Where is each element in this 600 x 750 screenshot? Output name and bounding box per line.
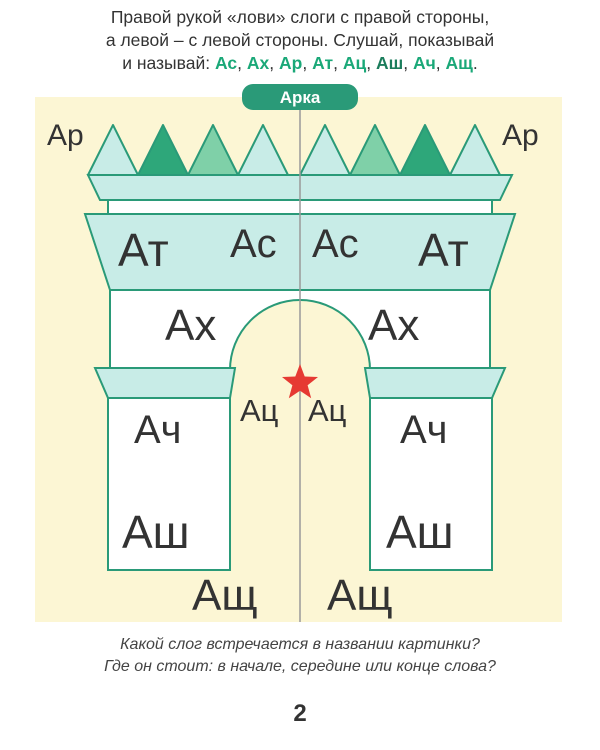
star-icon — [282, 364, 318, 399]
left-top-corner-syllable: Ар — [47, 119, 84, 152]
left-attic-syllable: Ах — [165, 301, 216, 350]
page-number: 2 — [293, 700, 307, 727]
left-capital — [93, 367, 237, 399]
spike — [449, 124, 501, 176]
right-ground-syllable: Ащ — [327, 571, 393, 620]
spike — [87, 124, 139, 176]
right-top-corner-syllable: Ар — [502, 119, 539, 152]
picture-label-badge — [242, 84, 358, 110]
picture-label: Арка — [280, 88, 321, 107]
left-entablature-inner-syllable: Ас — [230, 222, 277, 266]
left-pillar — [107, 397, 231, 571]
spikes-row — [87, 124, 501, 176]
left-entablature-outer-syllable: Ат — [118, 224, 169, 276]
right-capital — [363, 367, 507, 399]
right-pillar — [369, 397, 493, 571]
left-ground-syllable: Ащ — [192, 571, 258, 620]
syllable-at: Ат — [312, 53, 334, 73]
instruction-line-1: Правой рукой «лови» слоги с правой сторо… — [110, 7, 490, 27]
left-pillar-upper-syllable: Ач — [134, 408, 182, 452]
attic-with-arch — [109, 289, 491, 371]
right-arch-syllable: Ац — [308, 393, 347, 428]
left-arch-syllable: Ац — [240, 393, 279, 428]
right-attic-syllable: Ах — [368, 301, 419, 350]
syllable-ah: Ах — [246, 53, 270, 73]
question-line-1: Какой слог встречается в названии картин… — [120, 636, 480, 653]
spike — [299, 124, 351, 176]
syllable-ashch: Ащ — [445, 53, 473, 73]
right-pillar-lower-syllable: Аш — [386, 506, 454, 558]
spike — [137, 124, 189, 176]
syllable-ar: Ар — [279, 53, 303, 73]
right-pillar-upper-syllable: Ач — [400, 408, 448, 452]
question-text: Какой слог встречается в названии картин… — [30, 634, 570, 678]
spike — [187, 124, 239, 176]
question-line-2: Где он стоит: в начале, середине или кон… — [104, 658, 496, 675]
syllable-ash: Аш — [375, 53, 404, 73]
right-entablature-outer-syllable: Ат — [418, 224, 469, 276]
instruction-text: Правой рукой «лови» слоги с правой сторо… — [40, 6, 560, 75]
instruction-line-2: а левой – с левой стороны. Слушай, показ… — [105, 30, 495, 50]
syllable-ats: Ац — [342, 53, 367, 73]
right-entablature-inner-syllable: Ас — [312, 222, 359, 266]
spike — [237, 124, 289, 176]
syllable-ach: Ач — [412, 53, 436, 73]
left-pillar-lower-syllable: Аш — [122, 506, 190, 558]
spike — [399, 124, 451, 176]
spike — [349, 124, 401, 176]
syllable-as: Ас — [214, 53, 238, 73]
instruction-line-3: и называй: Ас, Ах, Ар, Ат, Ац, Аш, Ач, А… — [122, 53, 478, 73]
